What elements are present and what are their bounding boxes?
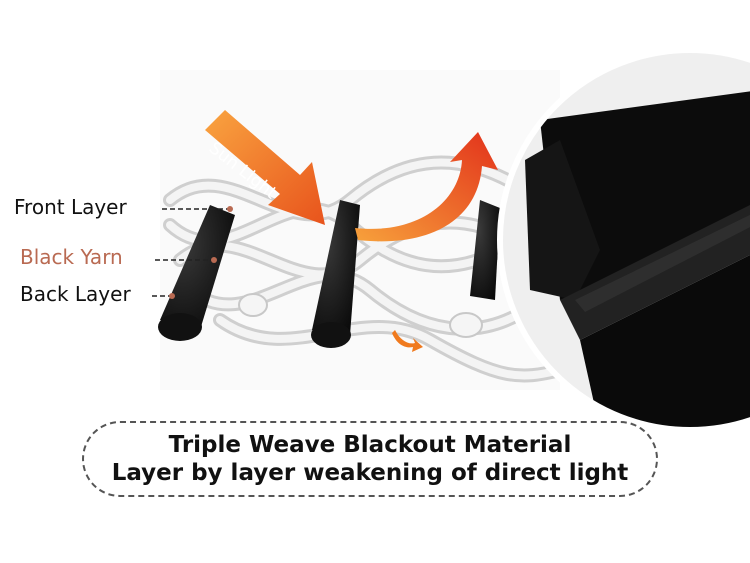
caption-line-1: Triple Weave Blackout Material: [168, 432, 572, 458]
black-yarn-rods: [158, 200, 500, 348]
white-rod-ends: [238, 293, 483, 338]
front-layer-label: Front Layer: [14, 195, 127, 219]
small-orange-arrow: [392, 330, 423, 352]
fabric-zoom-circle: [500, 50, 750, 430]
back-layer-label: Back Layer: [20, 282, 131, 306]
leader-lines: [152, 208, 228, 297]
caption-box: Triple Weave Blackout Material Layer by …: [82, 421, 658, 497]
caption-line-2: Layer by layer weakening of direct light: [111, 460, 629, 486]
fabric-zoom-border: [497, 47, 750, 433]
black-yarn-label: Black Yarn: [20, 245, 123, 269]
leader-dots: [169, 206, 233, 299]
reflect-arrow: [355, 132, 498, 242]
